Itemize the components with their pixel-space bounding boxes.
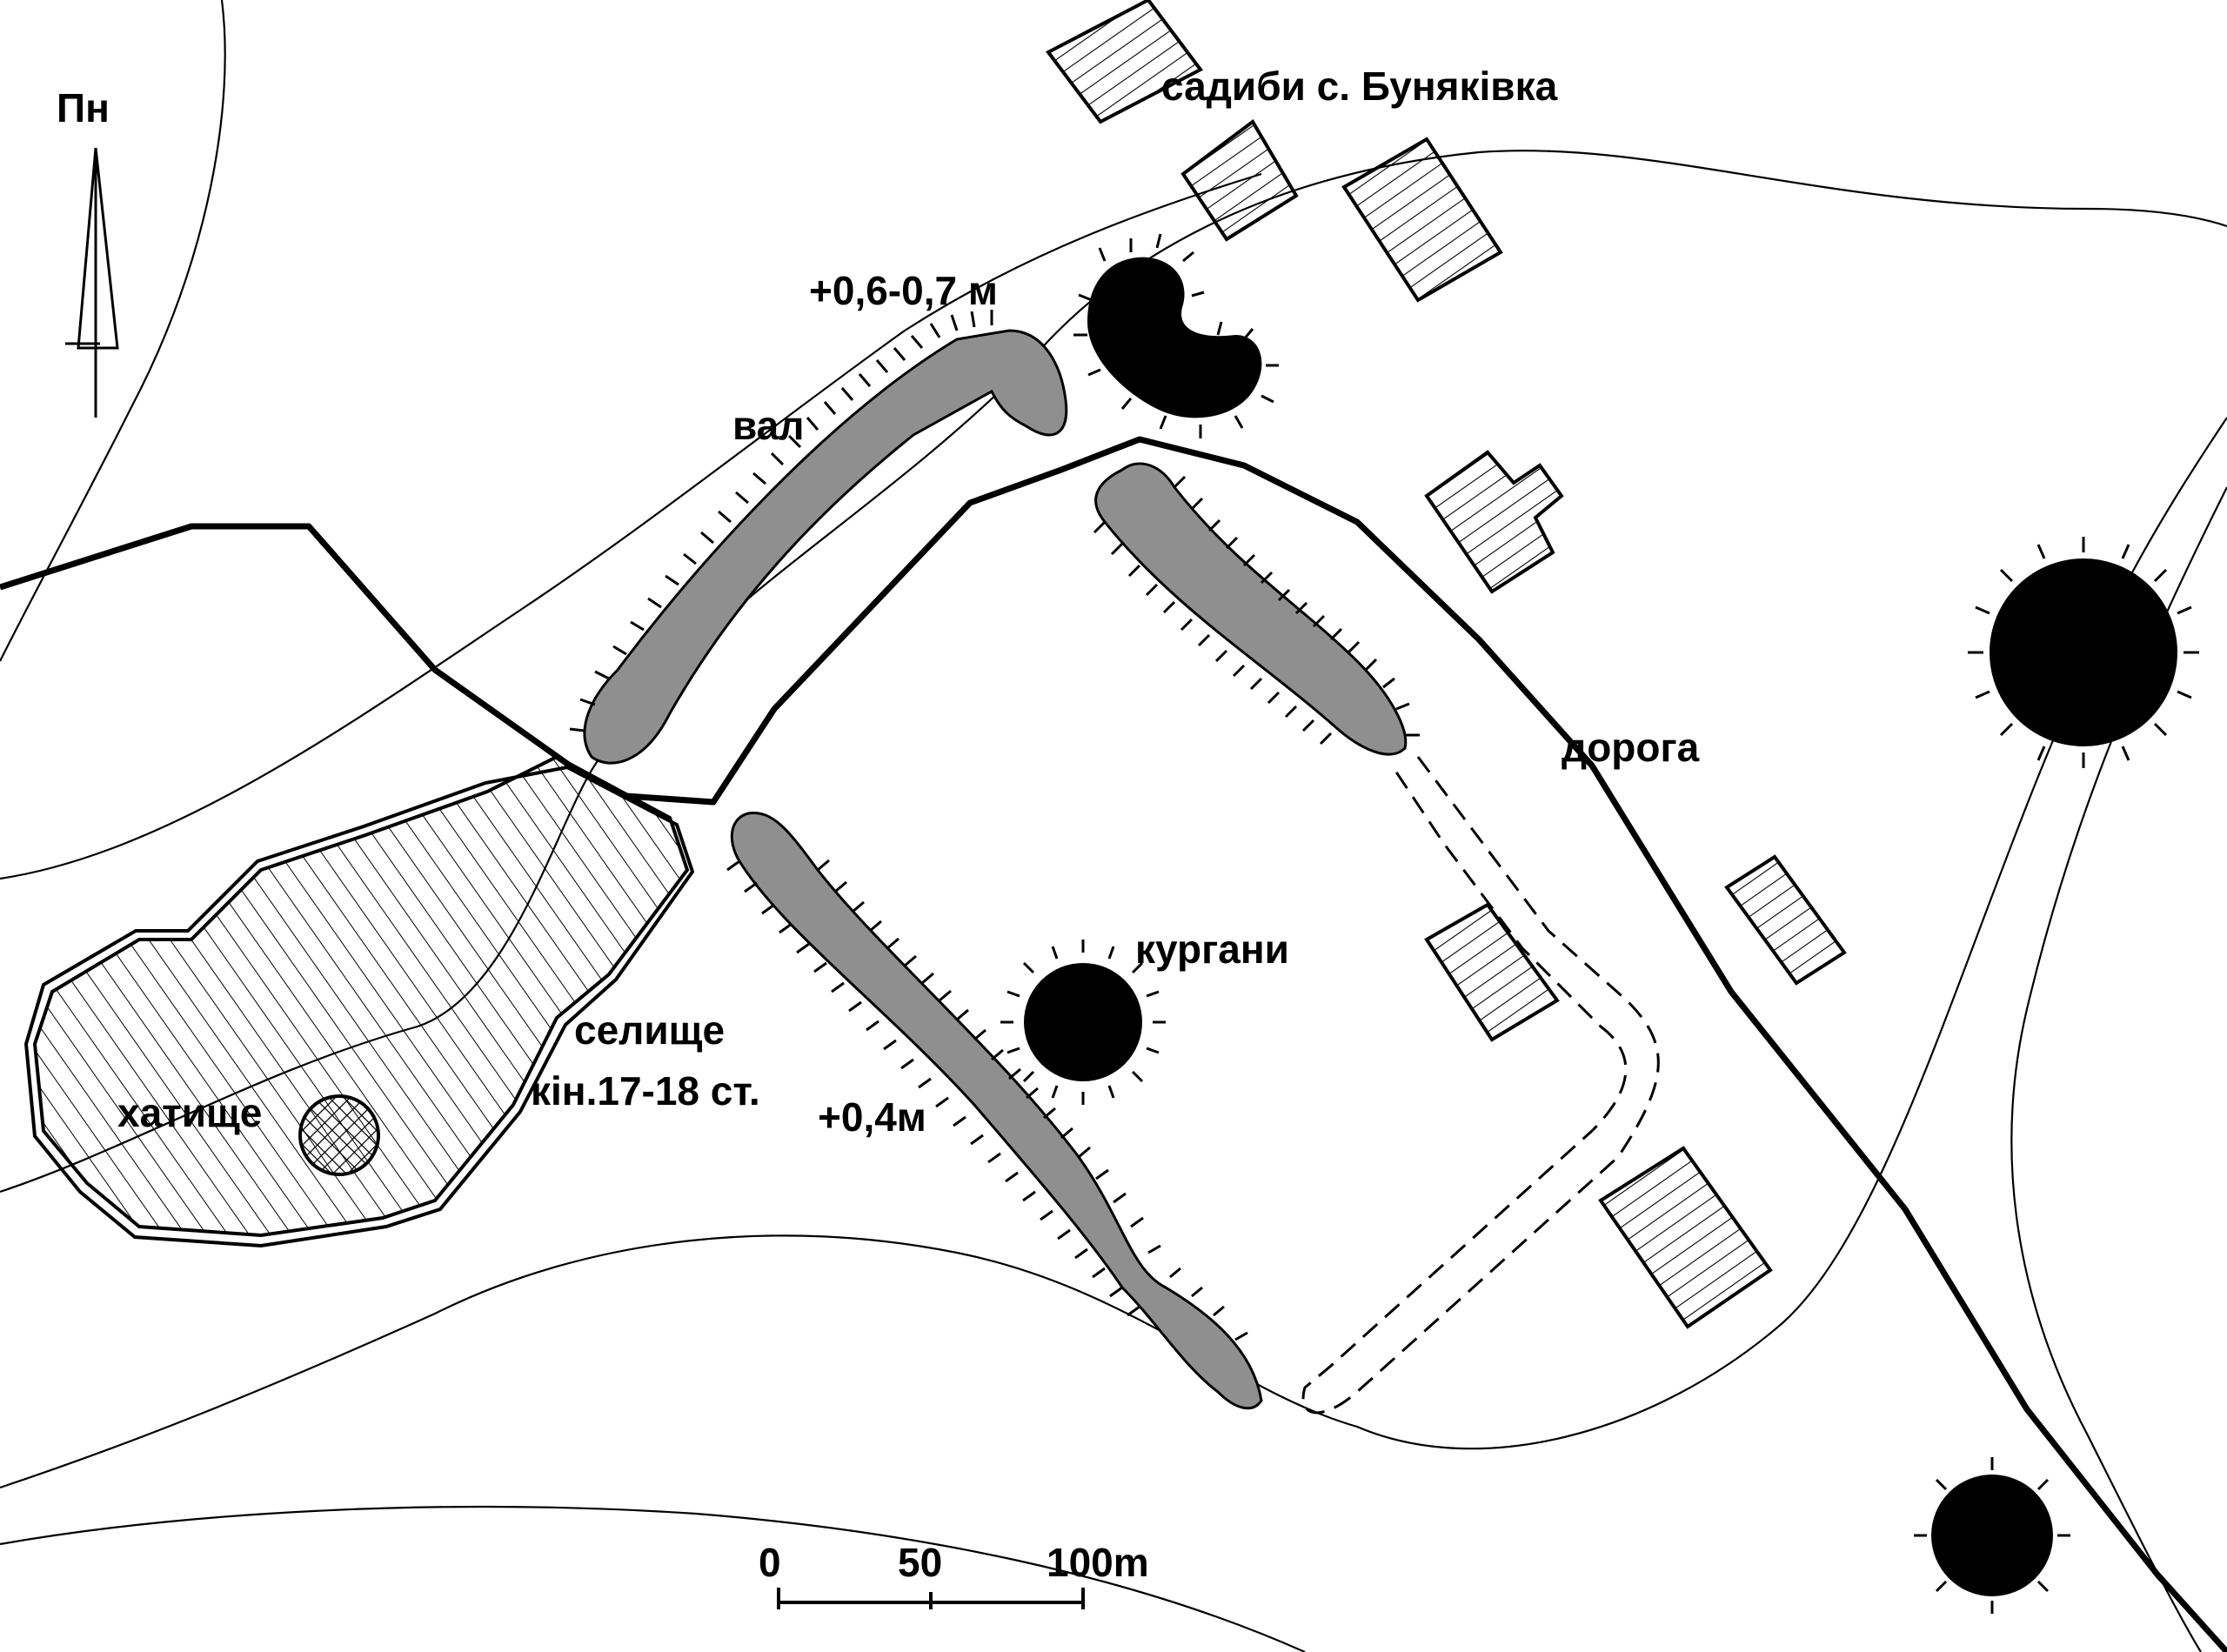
- dwelling-label: хатище: [117, 1090, 262, 1135]
- ramparts: [569, 310, 1420, 1410]
- farmstead-building: [1341, 137, 1503, 303]
- farmstead-building: [1424, 450, 1564, 594]
- road-label: дорога: [1562, 725, 1700, 770]
- kurgan-north: [1087, 257, 1262, 418]
- settlement-label-line1: селище: [574, 1007, 725, 1053]
- rampart-east: [1094, 462, 1408, 756]
- settlement-area: [23, 754, 695, 1248]
- farmstead-building: [1598, 1146, 1773, 1329]
- rampart-hachures: [569, 310, 1420, 1341]
- mounds-label: кургани: [1135, 926, 1289, 972]
- kurgans: [1000, 233, 2199, 1614]
- height-label-south: +0,4м: [818, 1094, 926, 1140]
- contour-line: [0, 0, 226, 662]
- scale-tick-50: 50: [898, 1540, 942, 1585]
- north-arrow: Пн: [57, 85, 119, 418]
- kurgan-east: [1990, 558, 2177, 746]
- village-label: садиби с. Буняківка: [1161, 64, 1558, 109]
- contour-line: [0, 172, 1262, 880]
- dwelling-pit-marker: [298, 1094, 380, 1176]
- height-label-north: +0,6-0,7 м: [809, 268, 998, 313]
- kurgan-southeast: [1931, 1475, 2053, 1596]
- scale-tick-100: 100m: [1047, 1540, 1149, 1585]
- farmsteads: [1045, 0, 1847, 1329]
- scale-bar: 0 50 100m: [759, 1540, 1149, 1609]
- farmstead-building: [1424, 902, 1560, 1042]
- rampart-southwest: [730, 811, 1263, 1410]
- dashed-track: [1301, 756, 1660, 1415]
- rampart-northwest: [583, 329, 1068, 765]
- farmstead-building: [1180, 119, 1299, 242]
- rampart-label: вал: [732, 403, 804, 448]
- farmstead-building: [1045, 0, 1204, 124]
- road-line-west: [0, 436, 2227, 1652]
- contour-line: [0, 1505, 1306, 1652]
- kurgan-center: [1024, 963, 1142, 1081]
- kurgan-hachures: [1000, 233, 2199, 1614]
- contour-line: [0, 417, 2227, 1489]
- north-label: Пн: [57, 85, 110, 130]
- settlement-label-line2: кін.17-18 ст.: [531, 1068, 760, 1114]
- farmstead-building: [1724, 854, 1847, 986]
- scale-tick-0: 0: [759, 1540, 781, 1585]
- road: [0, 436, 2227, 1652]
